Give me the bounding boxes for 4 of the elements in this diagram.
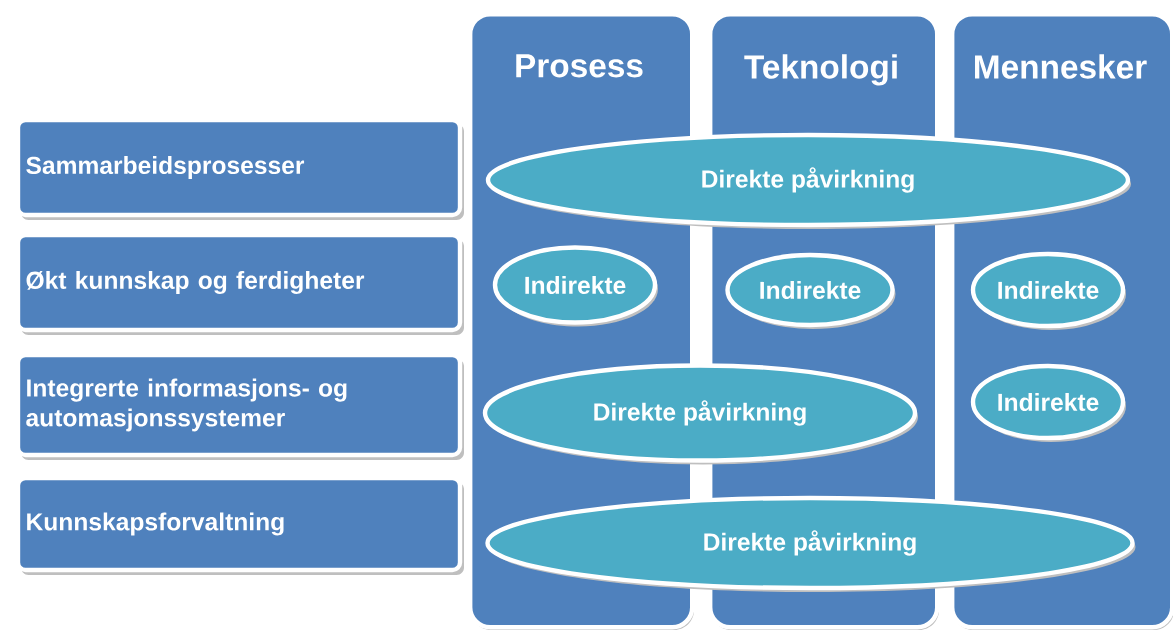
row-box: Integrerte informasjons- og automasjonssystemer: [15, 352, 464, 460]
row-box: Sammarbeidsprosesser: [15, 117, 464, 220]
row-box: Kunnskapsforvaltning: [15, 475, 464, 575]
row-box: Økt kunnskap og ferdigheter: [15, 232, 464, 335]
